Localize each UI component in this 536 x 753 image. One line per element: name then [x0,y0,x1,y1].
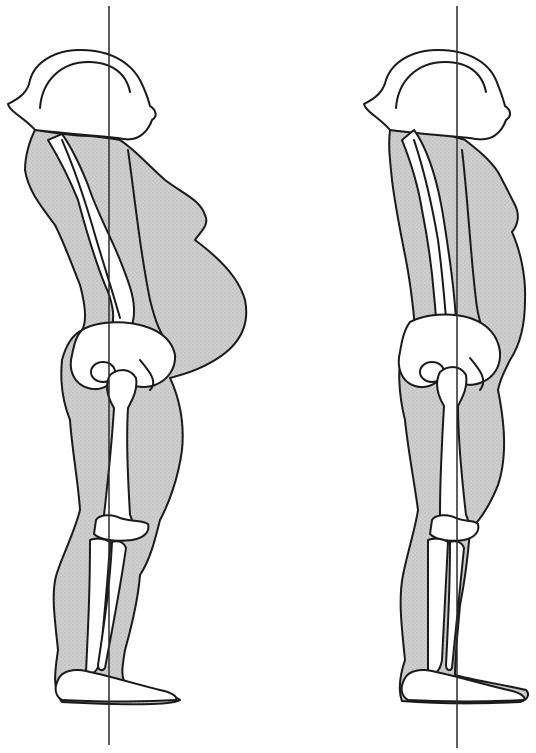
left-skull [8,50,156,139]
right-figure [364,50,528,703]
left-figure [8,50,246,704]
left-body-silhouette [25,130,246,704]
